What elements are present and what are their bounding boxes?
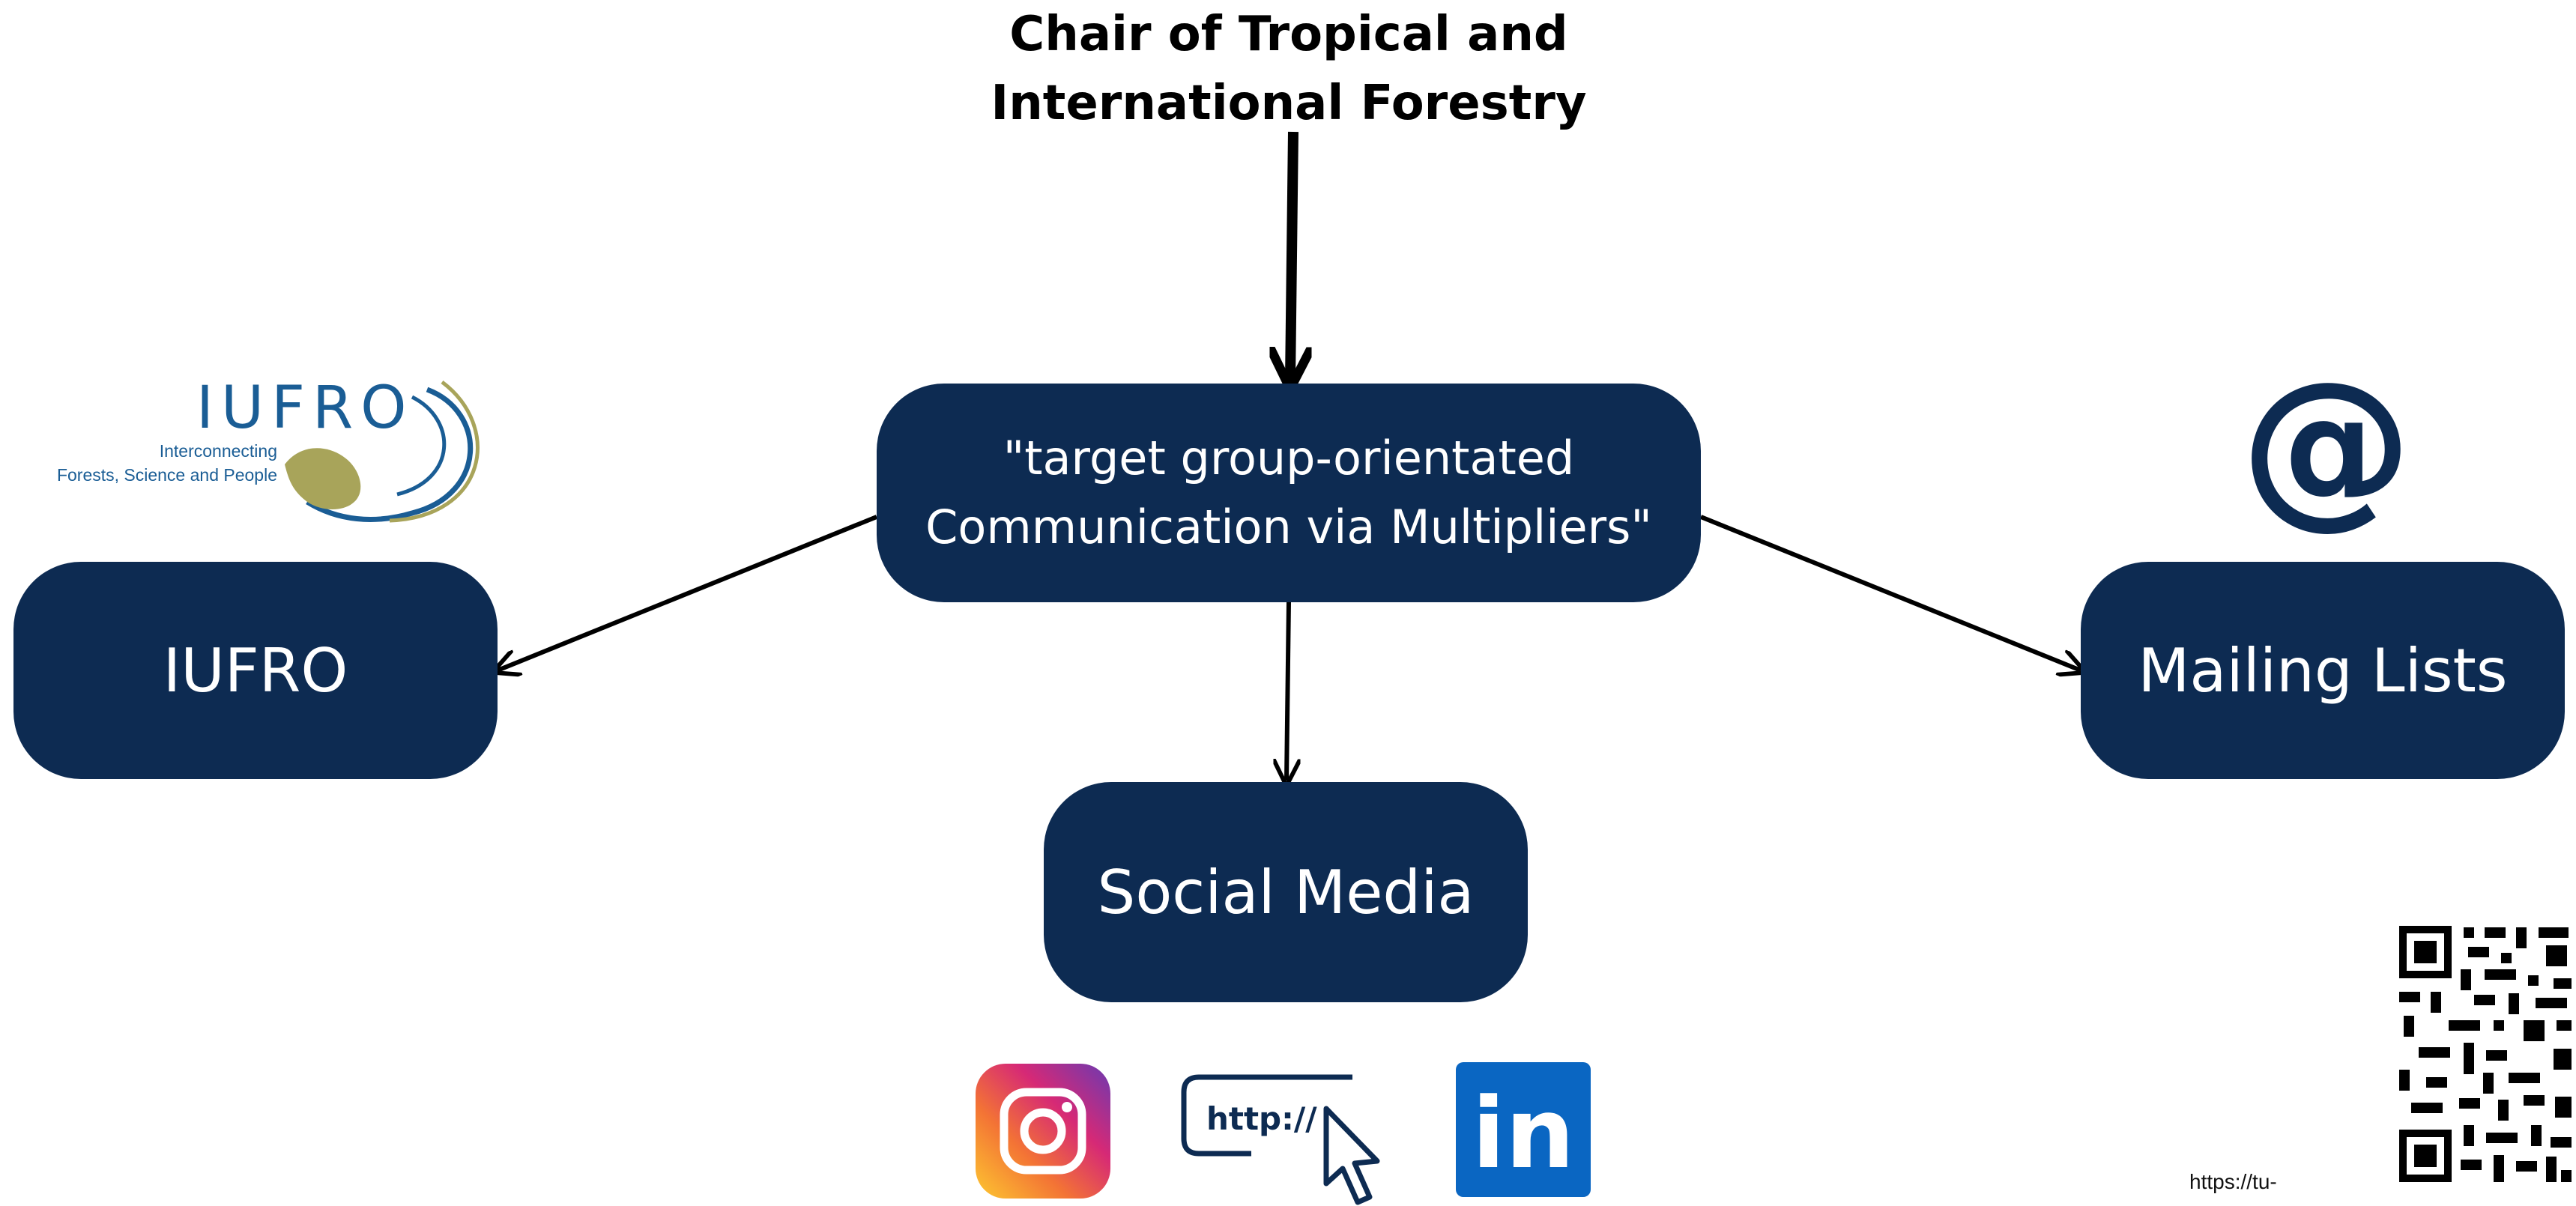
iufro-logo-word: IUFRO [196, 375, 414, 442]
instagram-icon[interactable] [976, 1064, 1110, 1199]
center-node-line-1: "target group-orientated [1003, 431, 1575, 485]
svg-text:http://: http:// [1206, 1100, 1317, 1137]
linkedin-icon[interactable]: in [1456, 1062, 1591, 1197]
title-line-2: International Forestry [991, 76, 1587, 131]
center-node: "target group-orientated Communication v… [877, 384, 1701, 602]
iufro-node-label: IUFRO [163, 635, 348, 706]
center-node-line-2: Communication via Multipliers" [925, 500, 1652, 554]
arrow-center-to-mail [1699, 515, 2081, 670]
svg-text:in: in [1472, 1076, 1574, 1190]
iufro-logo-graphic [285, 381, 480, 523]
social-media-node: Social Media [1044, 782, 1528, 1002]
title-line-1: Chair of Tropical and [1009, 7, 1568, 62]
iufro-node: IUFRO [13, 562, 498, 779]
social-media-node-label: Social Media [1097, 857, 1475, 927]
iufro-tagline-line-1: Interconnecting [159, 441, 277, 461]
http-cursor-icon[interactable]: http:// [1176, 1064, 1394, 1206]
arrow-title-to-center [1290, 131, 1293, 381]
mailing-lists-node-label: Mailing Lists [2138, 635, 2508, 706]
arrow-center-to-social [1287, 602, 1289, 781]
qr-code-icon [2396, 923, 2576, 1185]
arrow-center-to-iufro [498, 515, 878, 670]
iufro-tagline-line-2: Forests, Science and People [56, 465, 277, 485]
mailing-lists-node: Mailing Lists [2081, 562, 2565, 779]
iufro-logo-tagline: Interconnecting Forests, Science and Peo… [30, 439, 277, 487]
qr-url-text[interactable]: https://tu- [2189, 1170, 2277, 1193]
diagram-title: Chair of Tropical and International Fore… [914, 0, 1663, 138]
at-sign-icon: @ [2240, 345, 2413, 545]
